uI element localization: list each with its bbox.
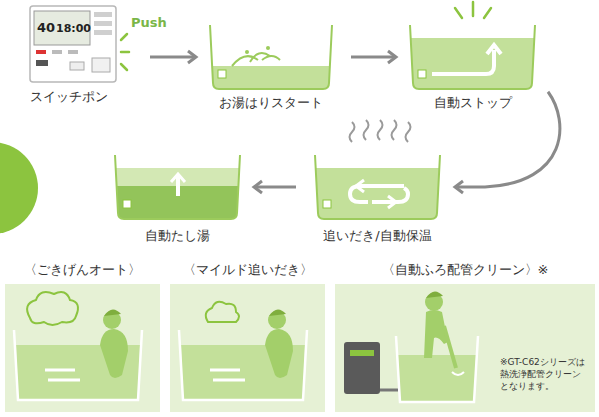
tub-filling (210, 25, 332, 89)
node-label: 〈ごきげんオート〉 (24, 262, 141, 279)
tub-full (410, 2, 535, 89)
tub-step: 自動たし湯 (110, 145, 245, 245)
push-label: Push (131, 16, 167, 30)
remote-controller (30, 6, 116, 82)
node-label: 自動たし湯 (145, 228, 210, 245)
tub-step: 自動ストップ (405, 20, 540, 112)
flow-arrow (150, 56, 196, 59)
node-label: 自動ストップ (434, 95, 512, 112)
panel (5, 284, 160, 412)
feature-panel: 〈マイルド追いだき〉 (170, 262, 325, 412)
flow-arrow (351, 56, 396, 59)
node-label: 〈マイルド追いだき〉 (183, 262, 313, 279)
feature-panel: 〈ごきげんオート〉 (5, 262, 160, 412)
tub-step: 追いだき/自動保温 (310, 145, 445, 245)
tub-topup (115, 155, 240, 219)
controller-node: スイッチポン (26, 4, 136, 108)
tub-reheat (315, 120, 440, 219)
bather-illustration (14, 292, 142, 400)
accent-circle (0, 142, 38, 234)
pipe-clean-illustration (344, 291, 478, 402)
feature-panel: 〈自動ふろ配管クリーン〉※ ※GT-C62シリーズは 熱洗浄配管クリーン となりま… (335, 262, 595, 412)
panel (335, 284, 595, 412)
node-label: スイッチポン (30, 89, 108, 106)
bather-illustration (179, 302, 307, 400)
node-label: お湯はりスタート (219, 95, 323, 112)
lcd-temperature: 40 (37, 21, 55, 35)
lcd-clock: 18:00 (56, 23, 91, 35)
footnote: ※GT-C62シリーズは 熱洗浄配管クリーン となります。 (500, 356, 590, 392)
flow-arrow (254, 186, 296, 189)
node-label: 〈自動ふろ配管クリーン〉※ (382, 262, 549, 279)
node-label: 追いだき/自動保温 (323, 228, 431, 245)
tub-step: お湯はりスタート (205, 20, 337, 112)
panel (170, 284, 325, 412)
push-marks (121, 34, 129, 70)
